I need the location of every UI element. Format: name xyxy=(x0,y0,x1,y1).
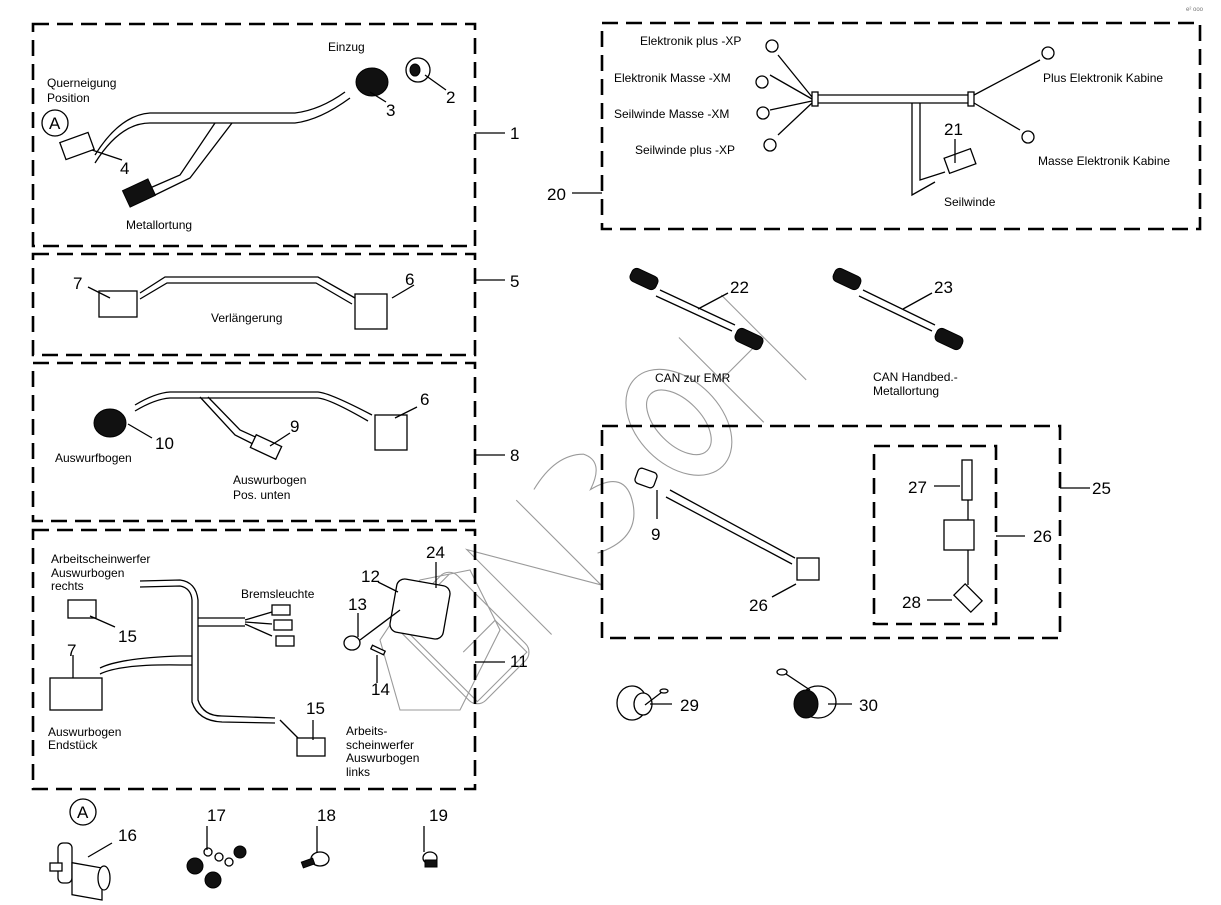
part-16-sensor xyxy=(49,842,111,901)
callout-29: 29 xyxy=(680,696,699,715)
callout-16: 16 xyxy=(118,826,137,845)
label-metallortung: Metallortung xyxy=(873,384,939,398)
callout-14: 14 xyxy=(371,680,390,699)
callout-27: 27 xyxy=(908,478,927,497)
callout-30: 30 xyxy=(859,696,878,715)
harness-20 xyxy=(755,39,1055,197)
callout-6: 6 xyxy=(405,270,414,289)
callout-9: 9 xyxy=(290,417,299,436)
harness-8 xyxy=(93,391,408,461)
callout-28: 28 xyxy=(902,593,921,612)
callout-23: 23 xyxy=(934,278,953,297)
label-position: Position xyxy=(47,91,90,105)
group-number: 25 xyxy=(1092,479,1111,498)
callout-9: 9 xyxy=(651,525,660,544)
callout-26: 26 xyxy=(749,596,768,615)
label-can-handbed: CAN Handbed.- xyxy=(873,370,958,384)
group-number: 1 xyxy=(510,124,519,143)
group-5-box: 5 xyxy=(31,252,519,357)
label-arbeitscheinwerfer-rechts-3: rechts xyxy=(51,579,84,593)
group-number: 20 xyxy=(547,185,566,204)
label-querneigung: Querneigung xyxy=(47,76,116,90)
label-elektronik-plus: Elektronik plus -XP xyxy=(640,34,741,48)
label-arbeitscheinwerfer-links-2: scheinwerfer xyxy=(346,738,414,752)
callout-4: 4 xyxy=(120,159,129,178)
callout-13: 13 xyxy=(348,595,367,614)
ref-marker-a-text: A xyxy=(49,114,61,133)
callout-15: 15 xyxy=(118,627,137,646)
label-seilwinde: Seilwinde xyxy=(944,195,996,209)
callout-21: 21 xyxy=(944,120,963,139)
label-bremsleuchte: Bremsleuchte xyxy=(241,587,315,601)
callout-18: 18 xyxy=(317,806,336,825)
part-29-cap xyxy=(616,685,669,721)
callout-7: 7 xyxy=(67,641,76,660)
label-plus-elektronik-kabine: Plus Elektronik Kabine xyxy=(1043,71,1163,85)
group-number: 8 xyxy=(510,446,519,465)
watermark xyxy=(379,294,807,711)
callout-26: 26 xyxy=(1033,527,1052,546)
group-number: 5 xyxy=(510,272,519,291)
label-metallortung: Metallortung xyxy=(126,218,192,232)
group-1-box: 1 xyxy=(31,22,519,248)
callout-19: 19 xyxy=(429,806,448,825)
label-masse-elektronik-kabine: Masse Elektronik Kabine xyxy=(1038,154,1170,168)
label-auswurfbogen: Auswurfbogen xyxy=(55,451,132,465)
label-auswurbogen: Auswurbogen xyxy=(233,473,306,487)
ref-marker-a xyxy=(69,798,97,826)
label-pos-unten: Pos. unten xyxy=(233,488,290,502)
callout-2: 2 xyxy=(446,88,455,107)
group-8-box: 8 xyxy=(31,361,519,523)
label-arbeitscheinwerfer-rechts-2: Auswurbogen xyxy=(51,566,124,580)
label-verlaengerung: Verlängerung xyxy=(211,311,282,325)
label-arbeitscheinwerfer-links-1: Arbeits- xyxy=(346,724,387,738)
group-25-box: 25 26 xyxy=(600,424,1111,640)
callout-17: 17 xyxy=(207,806,226,825)
label-arbeitscheinwerfer-links-4: links xyxy=(346,765,370,779)
harness-1 xyxy=(58,57,431,208)
corner-mark: e² ooo xyxy=(1186,7,1204,13)
label-can-zur-emr: CAN zur EMR xyxy=(655,371,731,385)
label-arbeitscheinwerfer-links-3: Auswurbogen xyxy=(346,751,419,765)
callout-12: 12 xyxy=(361,567,380,586)
callout-15: 15 xyxy=(306,699,325,718)
callout-3: 3 xyxy=(386,101,395,120)
label-arbeitscheinwerfer-rechts-1: Arbeitscheinwerfer xyxy=(51,552,150,566)
part-30-cap xyxy=(776,668,837,719)
label-auswurbogen-endstueck-2: Endstück xyxy=(48,738,98,752)
label-seilwinde-plus: Seilwinde plus -XP xyxy=(635,143,735,157)
label-einzug: Einzug xyxy=(328,40,365,54)
callout-6: 6 xyxy=(420,390,429,409)
part-17-distributor xyxy=(186,845,247,889)
cable-25 xyxy=(634,459,984,614)
part-23-can-cable xyxy=(832,267,964,351)
harness-5 xyxy=(98,276,388,330)
part-19-clamp xyxy=(422,851,438,868)
group-number: 11 xyxy=(510,652,528,671)
callout-22: 22 xyxy=(730,278,749,297)
label-seilwinde-masse: Seilwinde Masse -XM xyxy=(614,107,729,121)
part-22-can-cable xyxy=(629,267,764,351)
ref-marker-a-text: A xyxy=(77,803,89,822)
callout-7: 7 xyxy=(73,274,82,293)
ref-marker-a xyxy=(41,109,69,137)
part-18-clamp xyxy=(300,851,330,869)
harness-11 xyxy=(49,578,451,757)
group-11-box: 11 xyxy=(31,528,528,791)
label-elektronik-masse: Elektronik Masse -XM xyxy=(614,71,731,85)
callout-24: 24 xyxy=(426,543,445,562)
group-20-box: 20 xyxy=(547,21,1202,231)
label-auswurbogen-endstueck-1: Auswurbogen xyxy=(48,725,121,739)
callout-10: 10 xyxy=(155,434,174,453)
